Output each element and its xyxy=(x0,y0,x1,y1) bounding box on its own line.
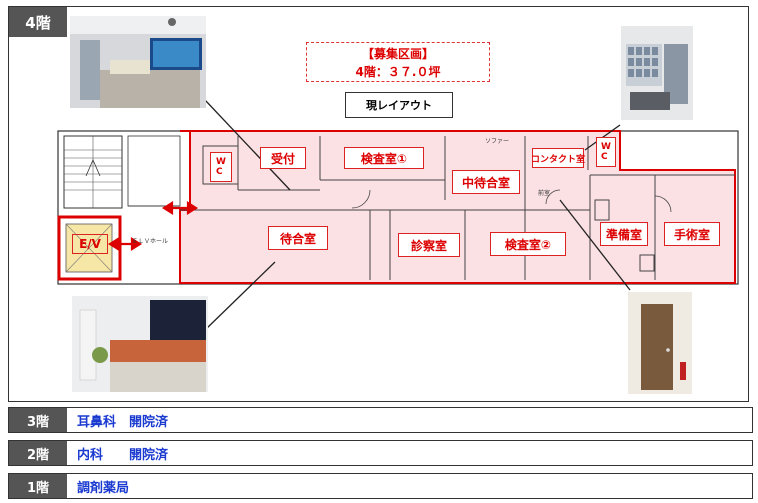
room-middle-waiting: 中待合室 xyxy=(452,170,520,194)
floor-row-3: 3階 耳鼻科 開院済 xyxy=(8,407,753,433)
room-surgery: 手術室 xyxy=(664,222,720,246)
photo-waiting-room xyxy=(72,296,208,392)
front-room-note: 前室 xyxy=(538,190,551,197)
staircase xyxy=(63,135,123,209)
recruit-title: 【募集区画】 xyxy=(361,47,434,61)
photo-reception xyxy=(70,16,206,108)
room-elevator: E/V xyxy=(72,234,108,254)
room-exam-2: 検査室② xyxy=(490,232,566,256)
floor-tag-2: 2階 xyxy=(9,441,67,465)
recruit-area-label: 【募集区画】 4階：３７.０坪 xyxy=(306,42,490,82)
floor-3-text: 耳鼻科 開院済 xyxy=(77,414,169,430)
room-preparation: 準備室 xyxy=(600,222,648,246)
room-exam-1: 検査室① xyxy=(344,147,424,169)
floor-tag-4: 4階 xyxy=(9,7,67,37)
floor-row-1: 1階 調剤薬局 xyxy=(8,473,753,499)
room-wc-left: W C xyxy=(210,152,232,182)
room-consultation: 診察室 xyxy=(398,233,460,257)
photo-door xyxy=(628,292,692,394)
floor-tag-3: 3階 xyxy=(9,408,67,432)
floor-row-2: 2階 内科 開院済 xyxy=(8,440,753,466)
sofa-note: ソファー xyxy=(485,138,510,145)
photo-contact-room xyxy=(621,26,693,120)
room-contact: コンタクト室 xyxy=(531,148,585,168)
floor-tag-1: 1階 xyxy=(9,474,67,498)
current-layout-label: 現レイアウト xyxy=(345,92,453,118)
floor-1-text: 調剤薬局 xyxy=(77,480,130,496)
room-reception: 受付 xyxy=(260,147,306,169)
elv-hall-note: ＥＬＶホール xyxy=(132,238,169,245)
room-wc-right: W C xyxy=(596,137,616,167)
recruit-size: 4階：３７.０坪 xyxy=(355,65,441,79)
floor-2-text: 内科 開院済 xyxy=(77,447,169,463)
room-waiting: 待合室 xyxy=(268,226,328,250)
